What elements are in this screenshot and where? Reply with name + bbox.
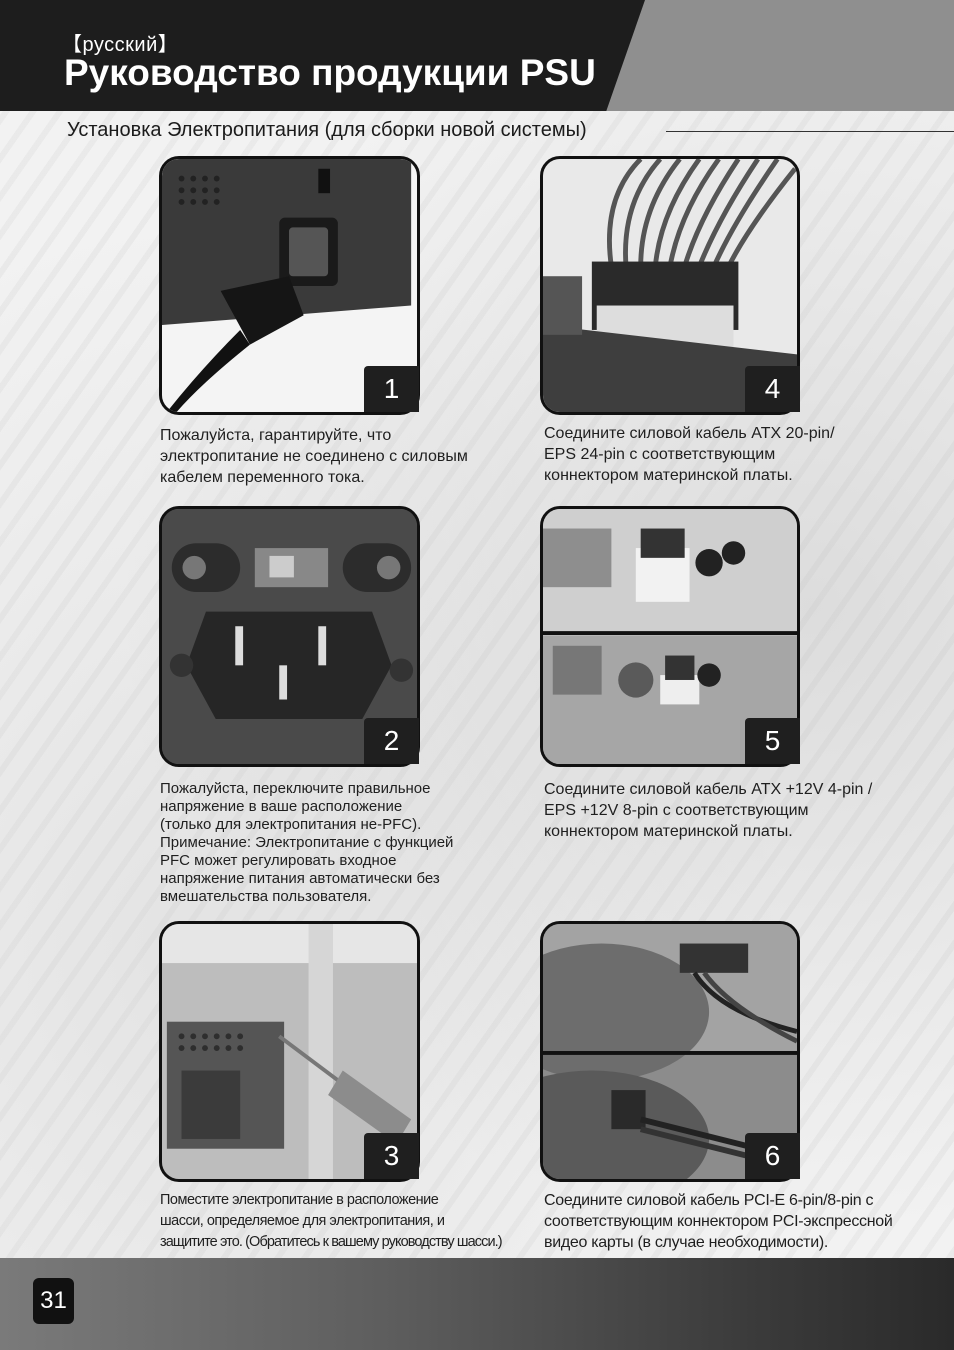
caption-line: видео карты (в случае необходимости). bbox=[544, 1234, 829, 1251]
step-6-caption: Соедините силовой кабель PCI-E 6-pin/8-p… bbox=[544, 1190, 949, 1253]
step-1-caption: Пожалуйста, гарантируйте, что электропит… bbox=[160, 425, 530, 488]
caption-line: вмешательства пользователя. bbox=[160, 888, 372, 905]
caption-line: PFC может регулировать входное bbox=[160, 852, 397, 869]
step-1-number: 1 bbox=[364, 366, 419, 412]
step-4-caption: Соедините силовой кабель ATX 20-pin/ EPS… bbox=[544, 423, 944, 486]
caption-line: Поместите электропитание в расположение bbox=[160, 1192, 439, 1208]
step-5-photo bbox=[540, 506, 800, 767]
caption-line: защитите это. (Обратитесь к вашему руков… bbox=[160, 1234, 503, 1250]
caption-line: Пожалуйста, переключите правильное bbox=[160, 780, 431, 797]
section-divider bbox=[666, 131, 954, 132]
step-4-number: 4 bbox=[745, 366, 800, 412]
caption-line: соответствующим коннектором PCI-экспресс… bbox=[544, 1213, 893, 1230]
step-1-photo bbox=[159, 156, 420, 415]
step-3-photo bbox=[159, 921, 420, 1182]
caption-line: кабелем переменного тока. bbox=[160, 469, 365, 486]
caption-line: (только для электропитания не-PFC). bbox=[160, 816, 422, 833]
caption-line: Соедините силовой кабель PCI-E 6-pin/8-p… bbox=[544, 1192, 874, 1209]
step-4-photo bbox=[540, 156, 800, 415]
caption-line: EPS +12V 8-pin с соответствующим bbox=[544, 802, 809, 819]
caption-line: Пожалуйста, гарантируйте, что bbox=[160, 427, 392, 444]
language-tag: 【русский】 bbox=[62, 34, 179, 56]
step-3-number: 3 bbox=[364, 1133, 419, 1179]
caption-line: Соедините силовой кабель ATX 20-pin/ bbox=[544, 425, 835, 442]
page-number: 31 bbox=[33, 1278, 74, 1324]
header-title-panel bbox=[0, 0, 645, 111]
step-3-caption: Поместите электропитание в расположение … bbox=[160, 1190, 540, 1253]
caption-line: коннектором материнской платы. bbox=[544, 823, 793, 840]
footer-band bbox=[0, 1258, 954, 1350]
caption-line: напряжение в ваше расположение bbox=[160, 798, 403, 815]
step-5-caption: Соедините силовой кабель ATX +12V 4-pin … bbox=[544, 779, 944, 842]
caption-line: коннектором материнской платы. bbox=[544, 467, 793, 484]
step-6-number: 6 bbox=[745, 1133, 800, 1179]
page-title: Руководство продукции PSU bbox=[64, 52, 596, 93]
step-2-caption: Пожалуйста, переключите правильное напря… bbox=[160, 780, 530, 906]
caption-line: шасси, определяемое для электропитания, … bbox=[160, 1213, 445, 1229]
step-2-number: 2 bbox=[364, 718, 419, 764]
caption-line: электропитание не соединено с силовым bbox=[160, 448, 468, 465]
caption-line: EPS 24-pin с соответствующим bbox=[544, 446, 776, 463]
step-5-number: 5 bbox=[745, 718, 800, 764]
caption-line: напряжение питания автоматически без bbox=[160, 870, 440, 887]
caption-line: Соедините силовой кабель ATX +12V 4-pin … bbox=[544, 781, 873, 798]
section-title: Установка Электропитания (для сборки нов… bbox=[67, 119, 587, 141]
caption-line: Примечание: Электропитание с функцией bbox=[160, 834, 454, 851]
